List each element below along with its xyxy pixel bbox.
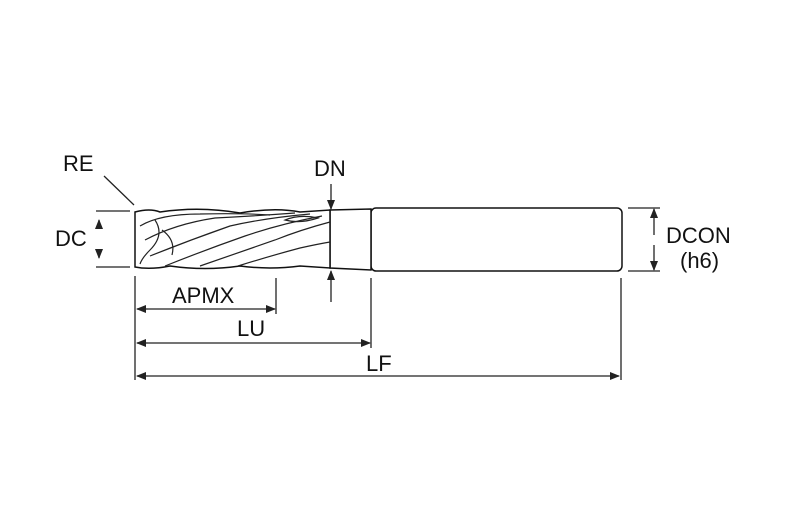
end-mill-tool bbox=[134, 207, 623, 272]
flute-line bbox=[139, 219, 160, 265]
flute-line bbox=[149, 213, 311, 257]
dn-label: DN bbox=[314, 156, 346, 181]
flute-line bbox=[139, 213, 271, 227]
flute-line bbox=[237, 241, 331, 267]
dc-label: DC bbox=[55, 226, 87, 251]
flute-line bbox=[199, 221, 331, 267]
neck bbox=[329, 208, 372, 271]
re-label: RE bbox=[63, 151, 94, 176]
flute-line bbox=[283, 215, 321, 223]
dcon-label: DCON bbox=[666, 223, 731, 248]
lf-label: LF bbox=[366, 351, 392, 376]
lu-label: LU bbox=[237, 316, 265, 341]
shank bbox=[370, 207, 623, 272]
apmx-label: APMX bbox=[172, 283, 235, 308]
dcon-tolerance-label: (h6) bbox=[680, 248, 719, 273]
flute-line bbox=[161, 229, 174, 256]
re-leader-line bbox=[103, 175, 135, 206]
cutting-head bbox=[134, 208, 331, 270]
